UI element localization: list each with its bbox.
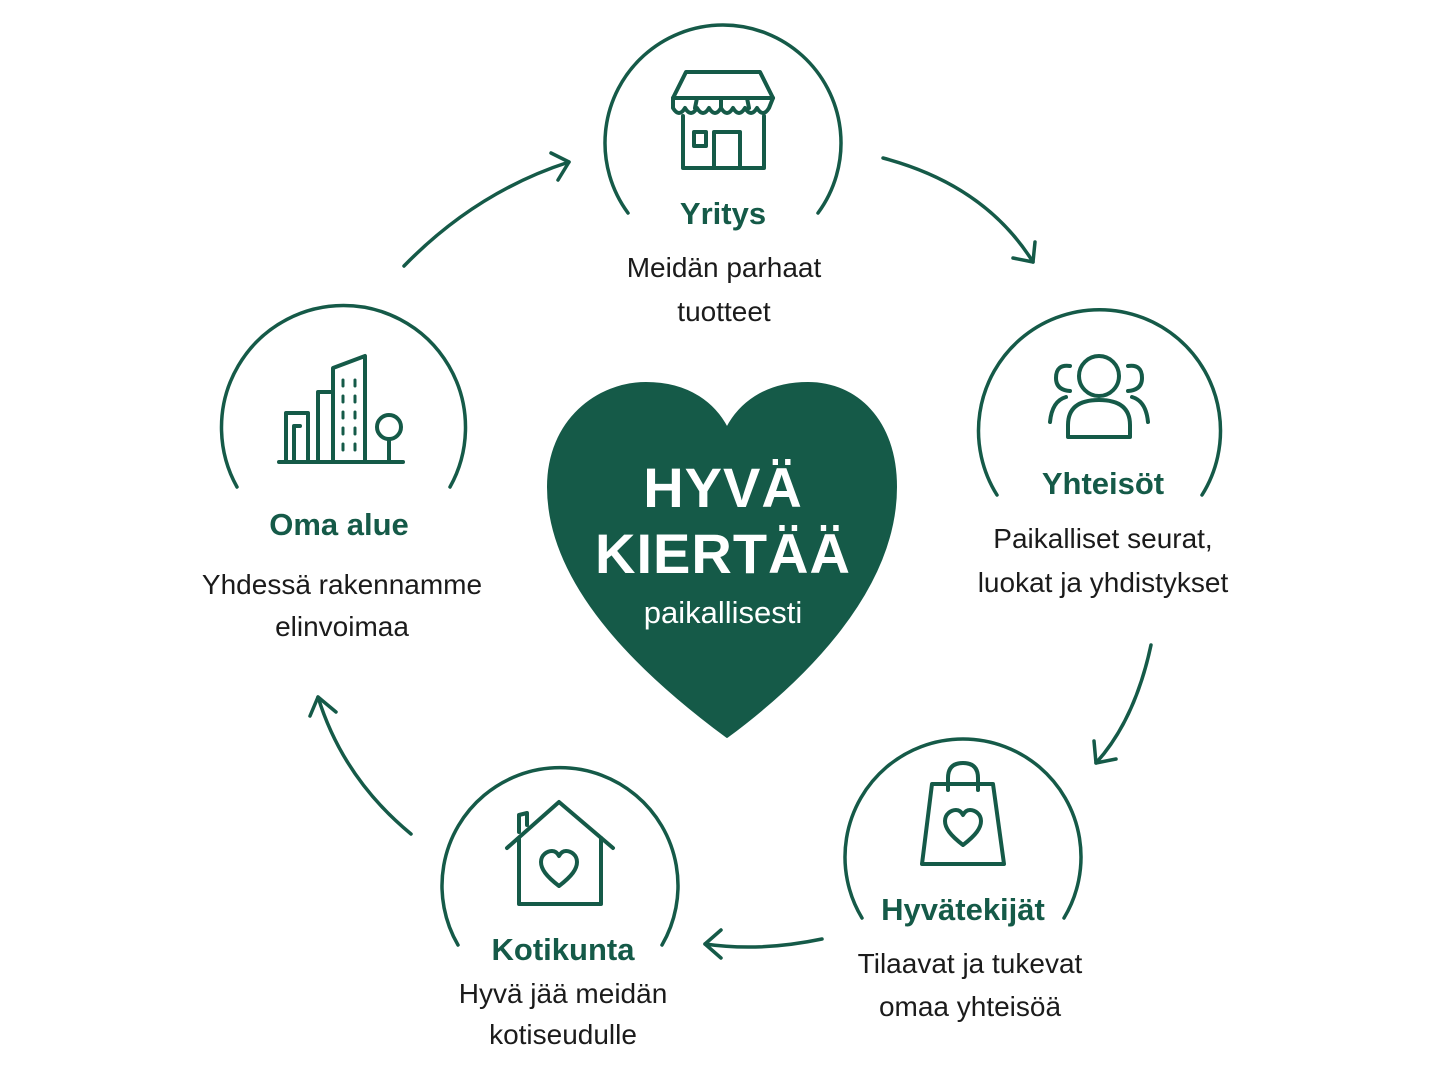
shopping-bag-heart-icon xyxy=(920,761,1006,866)
node-desc-yhteisot-line2: luokat ja yhdistykset xyxy=(977,567,1229,598)
node-title-yhteisot: Yhteisöt xyxy=(1041,466,1165,501)
node-desc-yritys-line2: tuotteet xyxy=(677,296,771,327)
city-buildings-icon xyxy=(277,354,405,464)
arc-kotikunta xyxy=(440,766,680,947)
house-heart-icon xyxy=(505,800,615,906)
node-desc-oma-alue-line2: elinvoimaa xyxy=(275,611,409,642)
storefront-icon xyxy=(671,70,775,170)
arc-yhteisot xyxy=(976,308,1223,497)
node-desc-hyvatekijat-line1: Tilaavat ja tukevat xyxy=(857,948,1083,979)
node-desc-kotikunta-line2: kotiseudulle xyxy=(489,1019,637,1050)
arrow-oma-alue-to-yritys xyxy=(402,151,571,268)
node-desc-yhteisot-line1: Paikalliset seurat, xyxy=(993,523,1213,554)
heart-shape xyxy=(547,382,897,738)
node-desc-oma-alue-line1: Yhdessä rakennamme xyxy=(201,569,483,600)
arc-oma-alue xyxy=(219,303,468,489)
arrow-yhteisot-to-hyvatekijat xyxy=(1092,643,1153,765)
arc-yritys xyxy=(603,23,843,215)
arrow-hyvatekijat-to-kotikunta xyxy=(703,928,824,960)
node-title-oma-alue: Oma alue xyxy=(269,507,409,542)
node-desc-kotikunta-line1: Hyvä jää meidän xyxy=(458,978,668,1009)
arrow-kotikunta-to-oma-alue xyxy=(308,695,413,836)
node-desc-yritys-line1: Meidän parhaat xyxy=(626,252,822,283)
node-title-hyvatekijat: Hyvätekijät xyxy=(881,892,1045,927)
node-desc-hyvatekijat-line2: omaa yhteisöä xyxy=(878,991,1062,1022)
arc-hyvatekijat xyxy=(843,737,1083,920)
node-title-yritys: Yritys xyxy=(679,196,767,231)
arrow-yritys-to-yhteisot xyxy=(881,156,1037,264)
heart-title-line2: KIERTÄÄ xyxy=(595,522,851,585)
node-title-kotikunta: Kotikunta xyxy=(491,932,635,967)
people-group-icon xyxy=(1048,354,1150,439)
heart-subtitle: paikallisesti xyxy=(643,595,803,630)
heart-title-line1: HYVÄ xyxy=(643,456,803,519)
